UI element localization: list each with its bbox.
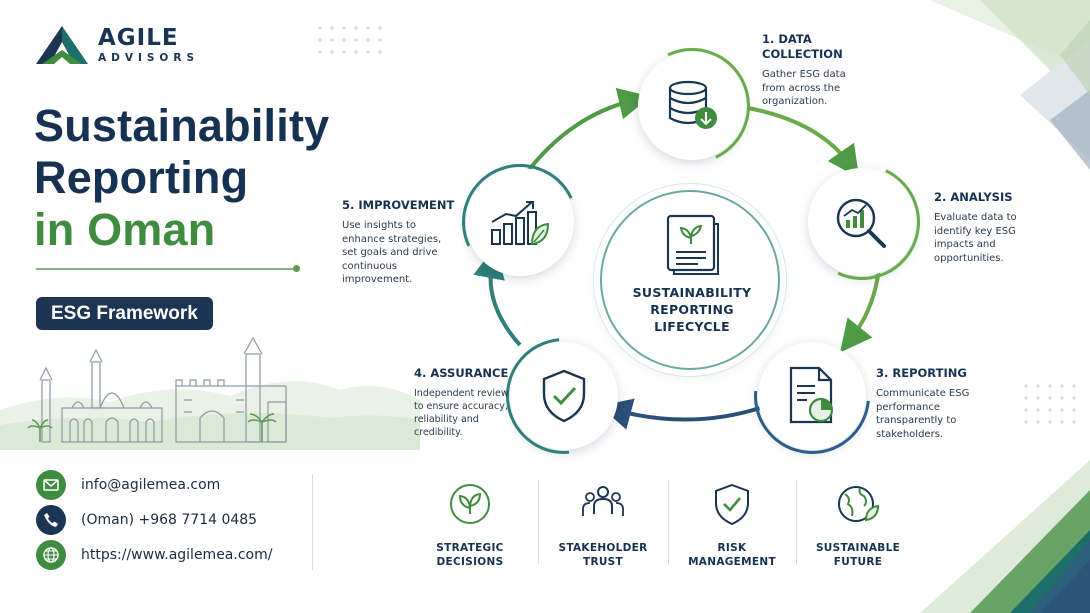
step-desc-line: reliability and [414, 414, 479, 425]
step-desc-line: credibility. [414, 427, 463, 438]
step-desc-line: organization. [762, 96, 828, 107]
sustainability-report-icon [666, 214, 719, 275]
title-line-1: Sustainability [34, 100, 330, 151]
title-line-2: Reporting [34, 152, 249, 203]
dot-grid-decoration [318, 26, 382, 54]
benefit-divider [538, 480, 539, 564]
step-node-data-collection[interactable] [638, 52, 746, 160]
benefit-stakeholder-trust: STAKEHOLDER TRUST [543, 482, 663, 569]
report-document-icon [789, 366, 834, 424]
shield-check-icon [715, 483, 749, 526]
corner-decoration-top [930, 0, 1090, 170]
benefit-label-line: STRATEGIC [436, 542, 504, 554]
benefit-label-line: SUSTAINABLE [815, 542, 901, 554]
company-logo[interactable]: AGILE ADVISORS [34, 24, 199, 66]
growth-chart-icon [491, 201, 550, 246]
arrow-data-to-analysis [747, 106, 860, 179]
step-text-analysis: 2. ANALYSIS Evaluate data to identify ke… [934, 190, 1074, 265]
dot-grid-decoration-right [1024, 384, 1076, 424]
corner-decoration-bottom [920, 460, 1090, 613]
benefit-label-line: TRUST [583, 555, 623, 568]
step-desc-line: improvement. [342, 274, 413, 285]
step-desc-line: continuous [342, 260, 397, 272]
title-line-3: in Oman [34, 204, 216, 255]
benefit-label-line: STAKEHOLDER [558, 542, 648, 554]
benefit-label-line: FUTURE [833, 555, 883, 568]
benefit-sustainable-future: SUSTAINABLE FUTURE [798, 482, 918, 569]
step-desc-line: identify key ESG [934, 225, 1016, 237]
arrow-improvement-to-data [523, 88, 651, 177]
step-desc-line: Use insights to [342, 220, 416, 231]
email-text: info@agilemea.com [81, 477, 221, 493]
title-divider-dot [293, 265, 300, 272]
center-label-line: REPORTING [650, 302, 734, 317]
logo-mark-icon [36, 26, 88, 64]
step-node-analysis[interactable] [808, 168, 916, 276]
step-desc-line: Independent review [414, 388, 509, 399]
benefit-label-line: DECISIONS [436, 555, 504, 568]
lifecycle-center: SUSTAINABILITY REPORTING LIFECYCLE [600, 190, 780, 370]
database-icon [668, 80, 717, 129]
shield-check-icon [542, 369, 586, 423]
title-divider [36, 268, 296, 270]
step-desc-line: stakeholders. [876, 428, 944, 440]
globe-leaf-icon [838, 486, 880, 522]
step-desc-line: set goals and drive [342, 247, 438, 258]
step-desc-line: Gather ESG data [762, 69, 846, 80]
benefit-label-line: MANAGEMENT [688, 555, 776, 568]
step-desc-line: Evaluate data to [934, 212, 1017, 223]
step-node-assurance[interactable] [510, 342, 618, 450]
email-icon [36, 470, 66, 500]
contact-website[interactable]: https://www.agilemea.com/ [36, 540, 272, 570]
contact-phone[interactable]: (Oman) +968 7714 0485 [36, 505, 257, 535]
step-desc-line: Communicate ESG [876, 388, 970, 399]
arrow-reporting-to-assurance [599, 398, 761, 430]
step-title-line: 2. ANALYSIS [934, 190, 1013, 204]
benefit-strategic-decisions: STRATEGIC DECISIONS [410, 482, 530, 569]
benefit-divider [796, 480, 797, 564]
leaf-icon [450, 484, 490, 524]
website-link[interactable]: https://www.agilemea.com/ [81, 547, 273, 563]
people-icon [582, 486, 624, 516]
magnifier-chart-icon [836, 198, 886, 248]
center-label-line: SUSTAINABILITY [632, 285, 752, 300]
phone-icon [36, 505, 66, 535]
step-desc-line: from across the [762, 82, 841, 94]
step-title-line: COLLECTION [762, 47, 843, 61]
step-title-line: 5. IMPROVEMENT [342, 198, 455, 212]
footer-divider [312, 474, 313, 570]
step-desc-line: opportunities. [934, 252, 1004, 264]
benefit-label-line: RISK [717, 542, 747, 554]
step-node-reporting[interactable] [758, 342, 866, 450]
lifecycle-center-label: SUSTAINABILITY REPORTING LIFECYCLE [602, 284, 782, 335]
contact-email[interactable]: info@agilemea.com [36, 470, 220, 500]
step-title-line: 1. DATA [762, 32, 812, 46]
benefit-divider [668, 480, 669, 564]
step-text-assurance: 4. ASSURANCE Independent review to ensur… [414, 366, 524, 439]
step-node-improvement[interactable] [466, 168, 574, 276]
step-title-line: 4. ASSURANCE [414, 366, 509, 380]
step-desc-line: performance [876, 401, 941, 413]
step-desc-line: transparently to [876, 415, 957, 426]
step-text-data-collection: 1. DATA COLLECTION Gather ESG data from … [762, 32, 902, 109]
step-title-line: 3. REPORTING [876, 366, 967, 380]
step-text-reporting: 3. REPORTING Communicate ESG performance… [876, 366, 1016, 441]
globe-icon [36, 540, 66, 570]
oman-skyline-illustration [0, 336, 420, 450]
step-desc-line: enhance strategies, [342, 233, 442, 245]
phone-text: (Oman) +968 7714 0485 [81, 512, 258, 528]
esg-framework-badge: ESG Framework [36, 297, 213, 330]
center-label-line: LIFECYCLE [654, 319, 730, 334]
page-title: Sustainability Reporting in Oman [34, 100, 329, 256]
step-desc-line: to ensure accuracy, [414, 401, 508, 412]
step-desc-line: impacts and [934, 239, 996, 250]
benefit-risk-management: RISK MANAGEMENT [672, 482, 792, 569]
logo-name: AGILE [98, 24, 179, 51]
step-text-improvement: 5. IMPROVEMENT Use insights to enhance s… [342, 198, 462, 287]
logo-subtitle: ADVISORS [98, 51, 200, 64]
